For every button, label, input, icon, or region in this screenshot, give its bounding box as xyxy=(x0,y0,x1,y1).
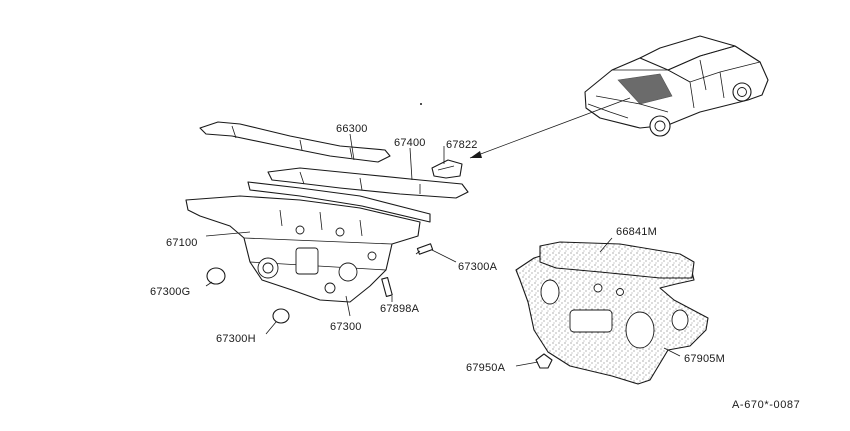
label-67822: 67822 xyxy=(446,139,478,151)
pointer-arrowhead xyxy=(470,151,482,158)
label-67898A: 67898A xyxy=(380,303,420,315)
pointer-arrow-line xyxy=(469,97,631,159)
cowl-top-panel-66300 xyxy=(199,121,391,163)
bolt-67898A xyxy=(381,276,393,298)
label-67300H: 67300H xyxy=(216,333,256,345)
label-67400: 67400 xyxy=(394,137,426,149)
stray-dot xyxy=(420,103,422,105)
label-67300G: 67300G xyxy=(150,286,190,298)
label-67300A: 67300A xyxy=(458,261,498,273)
grommet-67300H xyxy=(272,308,290,324)
dash-panel-67300 xyxy=(185,181,431,303)
bracket-67822 xyxy=(431,159,463,179)
leader-lines xyxy=(205,133,681,367)
label-66841M: 66841M xyxy=(616,226,657,238)
reference-code: A-670*-0087 xyxy=(732,399,800,411)
clip-67950A xyxy=(535,353,553,369)
label-66300: 66300 xyxy=(336,123,368,135)
car-illustration xyxy=(584,35,769,137)
label-67950A: 67950A xyxy=(466,362,506,374)
cowl-extension-67400 xyxy=(267,167,469,199)
label-67300: 67300 xyxy=(330,321,362,333)
grommet-67300G xyxy=(206,267,226,285)
bolt-67300A xyxy=(415,243,434,255)
label-67100: 67100 xyxy=(166,237,198,249)
label-67905M: 67905M xyxy=(684,353,725,365)
dash-insulator-67905M xyxy=(515,241,709,385)
